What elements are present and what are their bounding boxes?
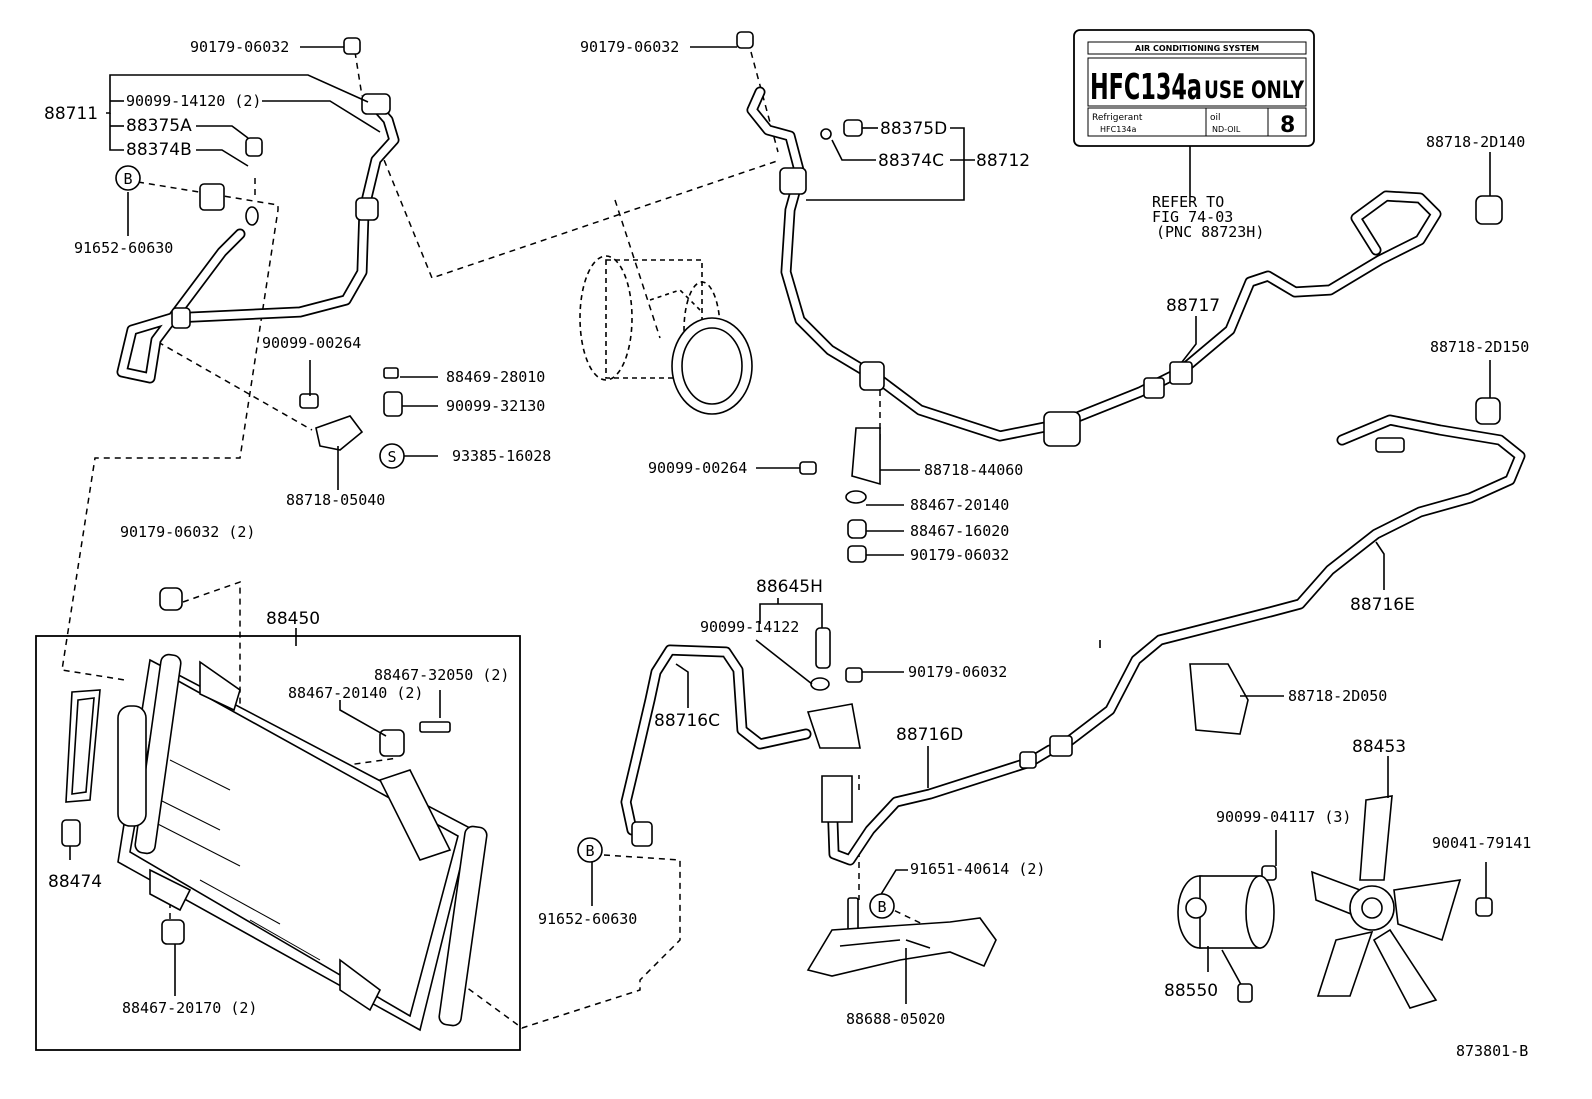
- part-number-labels: 90179-06032 88711 90099-14120 (2) 88375A…: [44, 38, 1531, 1060]
- refer-note-line3: (PNC 88723H): [1156, 223, 1264, 241]
- label-oil: oil: [1210, 113, 1221, 123]
- part-label: 93385-16028: [452, 447, 551, 465]
- part-label: 90179-06032: [910, 546, 1009, 564]
- part-label: 88467-20140 (2): [288, 684, 423, 702]
- bracket-88688: [806, 917, 997, 977]
- hardware: [159, 31, 1493, 945]
- part-label: 88716C: [654, 711, 720, 731]
- label-header: AIR CONDITIONING SYSTEM: [1135, 44, 1259, 53]
- part-label: 88450: [266, 609, 320, 629]
- part-label: 90099-14122: [700, 618, 799, 636]
- part-label: 90099-00264: [262, 334, 361, 352]
- part-label: 88469-28010: [446, 368, 545, 386]
- part-label: 90099-04117 (3): [1216, 808, 1351, 826]
- label-refrigerant: Refrigerant: [1092, 113, 1143, 123]
- label-main-text: HFC134a: [1090, 67, 1202, 108]
- part-label: 88453: [1352, 737, 1406, 757]
- part-label: 88645H: [756, 577, 823, 597]
- part-label: 90179-06032 (2): [120, 523, 255, 541]
- label-main-suffix: USE ONLY: [1204, 76, 1304, 104]
- fan-blade-88453: [1311, 795, 1462, 1009]
- part-label: 88717: [1166, 296, 1220, 316]
- part-label: 90099-32130: [446, 397, 545, 415]
- side-seal-88474: [61, 689, 101, 847]
- part-label: 88718-2D050: [1288, 687, 1387, 705]
- part-label: 88718-05040: [286, 491, 385, 509]
- pipe-88716D: [826, 744, 1056, 866]
- marker-b-3: B: [877, 898, 886, 916]
- part-label: 90179-06032: [190, 38, 289, 56]
- part-label: 88375D: [880, 119, 947, 139]
- receiver-drier: [117, 705, 147, 827]
- part-label: 88375A: [126, 116, 192, 136]
- part-label: 88718-2D150: [1430, 338, 1529, 356]
- part-label: 90179-06032: [908, 663, 1007, 681]
- label-oil-value: ND-OIL: [1212, 125, 1241, 134]
- part-label: 88467-32050 (2): [374, 666, 509, 684]
- part-label: 90099-00264: [648, 459, 747, 477]
- circled-markers: B S B B: [115, 165, 895, 919]
- hose-88711: [116, 96, 400, 384]
- refrigerant-label-sticker: AIR CONDITIONING SYSTEM HFC134a USE ONLY…: [1073, 29, 1315, 147]
- refer-note-line2: FIG 74-03: [1152, 208, 1233, 226]
- marker-b-1: B: [123, 170, 132, 188]
- part-label: 90041-79141: [1432, 834, 1531, 852]
- part-label: 88716D: [896, 725, 963, 745]
- part-label: 88711: [44, 104, 98, 124]
- part-label: 88467-20140: [910, 496, 1009, 514]
- condenser-group-box: [35, 635, 521, 1051]
- condenser-88450: [117, 653, 488, 1032]
- part-label: 91651-40614 (2): [910, 860, 1045, 878]
- part-label: 88374B: [126, 140, 192, 160]
- part-label: 88712: [976, 151, 1030, 171]
- part-label: 91652-60630: [538, 910, 637, 928]
- marker-b-2: B: [585, 842, 594, 860]
- part-label: 90099-14120 (2): [126, 92, 261, 110]
- leader-lines: [69, 46, 1491, 1004]
- part-label: 88474: [48, 872, 102, 892]
- label-refrigerant-value: HFC134a: [1100, 125, 1136, 134]
- part-label: 88718-2D140: [1426, 133, 1525, 151]
- part-label: 88718-44060: [924, 461, 1023, 479]
- part-label: 90179-06032: [580, 38, 679, 56]
- refer-note-line1: REFER TO: [1152, 193, 1224, 211]
- marker-s: S: [387, 448, 396, 466]
- pipe-fittings: [171, 93, 1503, 847]
- compressor-illustration: [579, 255, 753, 415]
- diagram-reference: 873801-B: [1456, 1042, 1528, 1060]
- part-label: 91652-60630: [74, 239, 173, 257]
- part-label: 88550: [1164, 981, 1218, 1001]
- part-label: 88467-20170 (2): [122, 999, 257, 1017]
- pipe-88716E: [1062, 414, 1526, 748]
- part-label: 88374C: [878, 151, 944, 171]
- part-label: 88716E: [1350, 595, 1415, 615]
- pipe-88716C: [620, 644, 812, 836]
- pressure-switch: [815, 627, 831, 669]
- part-label: 88467-16020: [910, 522, 1009, 540]
- label-oil-number: 8: [1280, 113, 1295, 138]
- part-label: 88688-05020: [846, 1010, 945, 1028]
- fan-motor-88550: [1177, 875, 1275, 1003]
